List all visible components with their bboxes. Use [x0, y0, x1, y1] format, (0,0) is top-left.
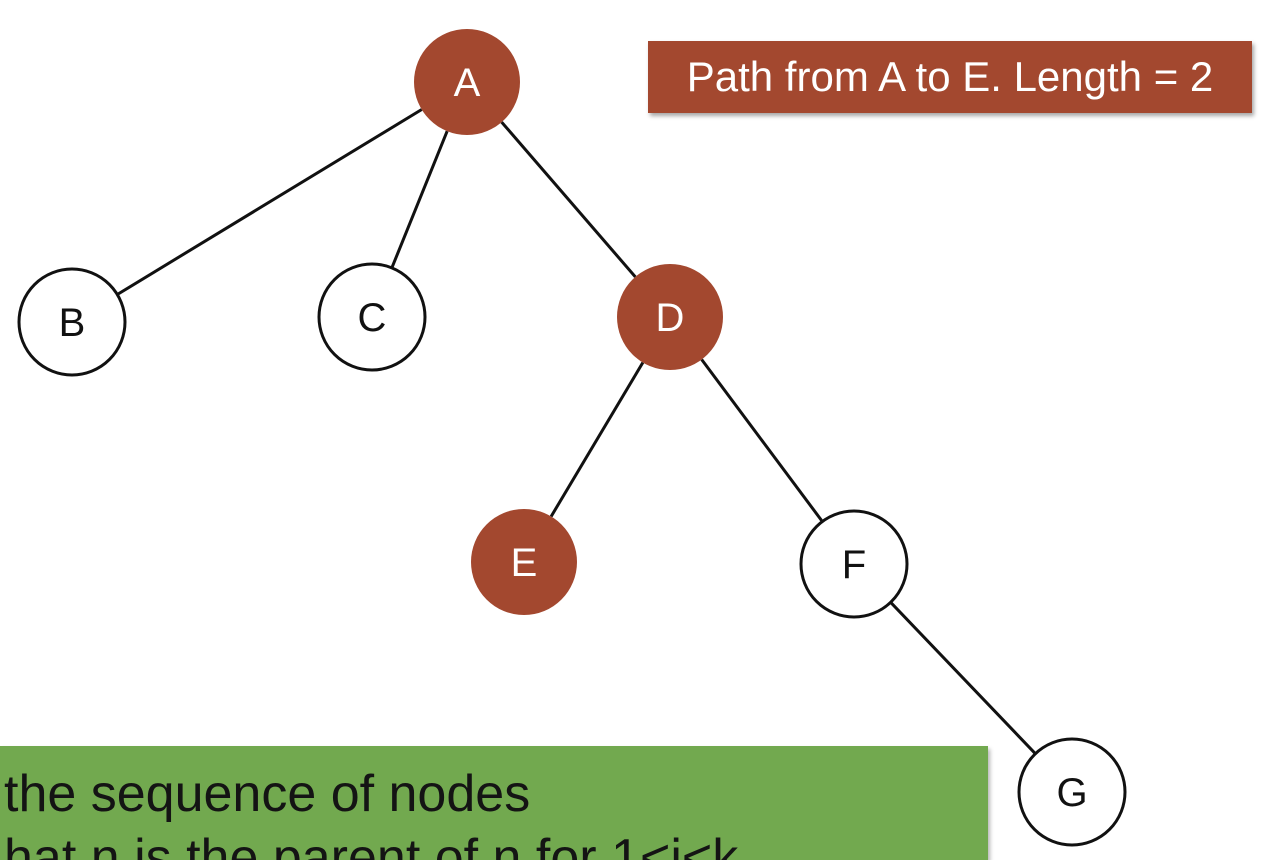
node-label-c: C	[358, 296, 387, 340]
node-circle-a	[414, 29, 520, 135]
definition-line-2: hat n is the parent of n for 1<i<k	[4, 829, 739, 860]
tree-node-f: F	[799, 509, 909, 619]
node-circle-f	[799, 509, 909, 619]
node-label-f: F	[842, 543, 866, 587]
tree-node-c: C	[317, 262, 427, 372]
node-label-a: A	[454, 61, 481, 105]
node-label-e: E	[511, 541, 538, 585]
node-label-b: B	[59, 301, 86, 345]
tree-node-e: E	[471, 509, 577, 615]
edge-a-b	[116, 108, 423, 296]
node-label-g: G	[1056, 771, 1087, 815]
node-circle-b	[17, 267, 127, 377]
tree-node-b: B	[17, 267, 127, 377]
edge-d-f	[700, 358, 824, 523]
definition-line-1: the sequence of nodes	[4, 765, 531, 823]
node-circle-e	[471, 509, 577, 615]
node-circle-d	[617, 264, 723, 370]
tree-node-d: D	[617, 264, 723, 370]
edges	[116, 108, 1037, 755]
tree-node-a: A	[414, 29, 520, 135]
path-banner: Path from A to E. Length = 2	[648, 41, 1252, 113]
edge-a-c	[390, 130, 449, 269]
definition-box: the sequence of nodes hat n is the paren…	[0, 746, 988, 860]
tree-node-g: G	[1017, 737, 1127, 847]
edge-f-g	[889, 601, 1037, 755]
node-circle-c	[317, 262, 427, 372]
node-label-d: D	[656, 296, 685, 340]
edge-d-e	[549, 361, 645, 518]
node-circle-g	[1017, 737, 1127, 847]
nodes: A B C D E F G	[17, 29, 1127, 847]
edge-a-d	[500, 121, 637, 278]
